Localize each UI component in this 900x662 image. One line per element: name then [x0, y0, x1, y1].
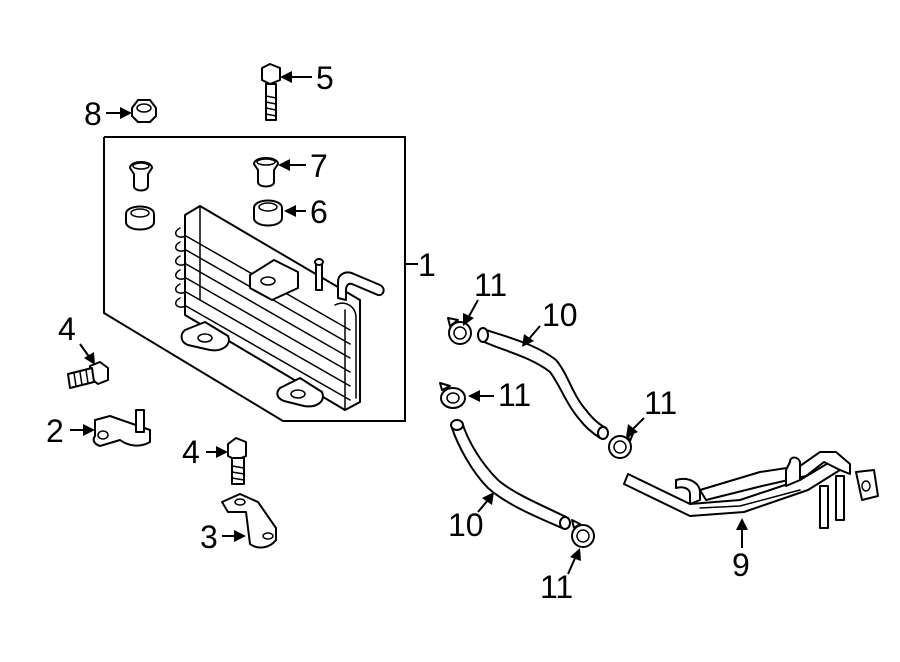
clamp-4	[571, 519, 595, 548]
callout-1: 1	[418, 247, 436, 283]
collar-part-7	[253, 157, 279, 188]
callout-2: 2	[46, 413, 64, 449]
clamp-2	[439, 382, 466, 409]
callout-4-center: 4	[182, 434, 200, 470]
grommet-part-6	[253, 199, 283, 227]
callout-11-top: 11	[474, 267, 507, 303]
clamp-3	[608, 430, 635, 459]
bolt-part-5	[261, 63, 281, 121]
clamp-1	[447, 317, 472, 345]
callout-7: 7	[310, 148, 328, 184]
callout-labels: 1 2 3 4 4 5 6 7 8 9 10 10 11 11 11 11	[46, 60, 750, 605]
hose-lower	[450, 419, 571, 530]
callout-11-middle: 11	[498, 377, 531, 413]
bracket-part-2	[92, 409, 151, 447]
callout-11-right: 11	[644, 385, 677, 421]
bolt-part-4-left	[67, 361, 109, 389]
callout-3: 3	[200, 519, 218, 555]
cooler-line-part-9	[623, 451, 879, 529]
callout-9: 9	[732, 547, 750, 583]
nut-part-8	[131, 99, 157, 123]
bracket-part-3	[221, 493, 277, 549]
bolt-part-4-center	[227, 437, 247, 485]
callout-10-upper: 10	[542, 297, 578, 333]
leader-lines	[70, 71, 748, 575]
callout-5: 5	[316, 60, 334, 96]
grommet-left	[125, 161, 155, 231]
callout-6: 6	[310, 194, 328, 230]
cooler-assembly-frame	[103, 136, 418, 422]
hose-upper	[477, 327, 609, 440]
callout-4-left: 4	[58, 311, 76, 347]
oil-cooler	[175, 205, 385, 411]
callout-8: 8	[84, 96, 102, 132]
callout-11-bottom: 11	[540, 569, 573, 605]
callout-10-lower: 10	[448, 507, 484, 543]
